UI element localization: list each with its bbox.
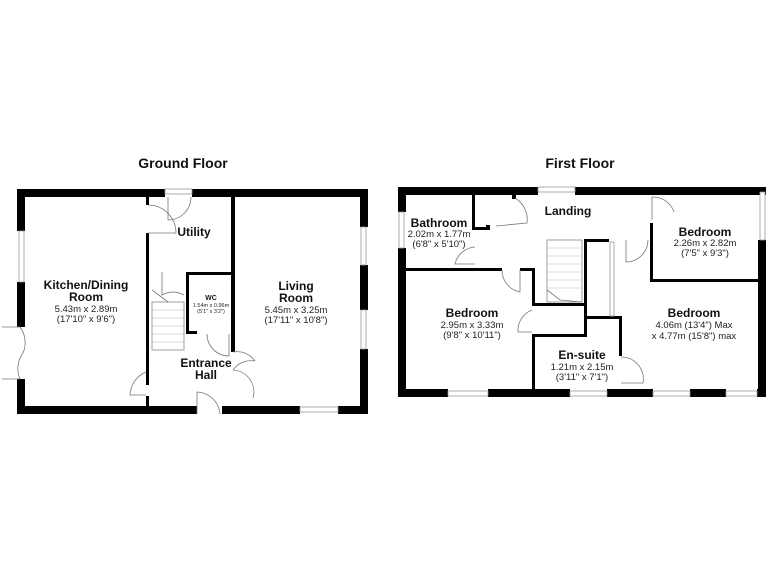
bathroom-label: Bathroom — [411, 216, 468, 230]
ground-floor-title: Ground Floor — [138, 155, 228, 171]
kitchen-dining-metric: 5.43m x 2.89m — [55, 304, 118, 315]
ground-floor-windows — [18, 188, 367, 413]
wc-imperial: (5'1" x 3'2") — [197, 309, 225, 315]
kitchen-dining-label-2: Room — [69, 290, 103, 304]
entrance-hall-label: Entrance — [180, 356, 232, 370]
first-floor-doors — [454, 196, 675, 384]
living-room-label-2: Room — [279, 291, 313, 305]
bedroom-small-imperial: (7'5" x 9'3") — [681, 248, 729, 259]
bedroom-main-metric: 4.06m (13'4") Max — [656, 320, 733, 331]
first-floor-labels: Bathroom 2.02m x 1.77m (6'8" x 5'10") La… — [408, 204, 737, 383]
ensuite-label: En-suite — [558, 348, 606, 362]
utility-label: Utility — [177, 225, 211, 239]
ground-floor-stairs — [151, 289, 185, 351]
ground-floor-labels: Kitchen/Dining Room 5.43m x 2.89m (17'10… — [44, 225, 328, 382]
ensuite-imperial: (3'11" x 7'1") — [556, 372, 608, 383]
living-room-imperial: (17'11" x 10'8") — [264, 315, 327, 326]
bedroom-small-metric: 2.26m x 2.82m — [674, 238, 737, 249]
kitchen-dining-label: Kitchen/Dining — [44, 278, 129, 292]
landing-label: Landing — [545, 204, 592, 218]
bathroom-imperial: (6'8" x 5'10") — [412, 239, 465, 250]
ground-floor: Ground Floor — [2, 155, 368, 415]
ground-floor-doors — [2, 196, 256, 415]
kitchen-dining-imperial: (17'10" x 9'6") — [57, 314, 115, 325]
wc-metric: 1.54m x 0.96m — [193, 303, 230, 309]
bedroom-left-label: Bedroom — [446, 306, 499, 320]
living-room-metric: 5.45m x 3.25m — [265, 305, 328, 316]
ground-floor-walls — [17, 189, 368, 414]
first-floor-windows — [398, 186, 766, 397]
first-floor-stairs — [546, 239, 583, 303]
bedroom-left-metric: 2.95m x 3.33m — [441, 320, 504, 331]
bedroom-left-imperial: (9'8" x 10'11") — [443, 330, 501, 341]
bedroom-main-label: Bedroom — [668, 306, 721, 320]
living-room-label: Living — [278, 279, 313, 293]
bathroom-metric: 2.02m x 1.77m — [408, 229, 471, 240]
entrance-hall-label-2: Hall — [195, 368, 217, 382]
wc-label: WC — [205, 295, 217, 302]
first-floor-walls — [398, 187, 766, 397]
ensuite-metric: 1.21m x 2.15m — [551, 362, 614, 373]
first-floor-title: First Floor — [545, 155, 615, 171]
bedroom-main-imperial: x 4.77m (15'8") max — [652, 331, 737, 342]
bedroom-small-label: Bedroom — [679, 225, 732, 239]
first-floor: First Floor — [398, 155, 766, 397]
